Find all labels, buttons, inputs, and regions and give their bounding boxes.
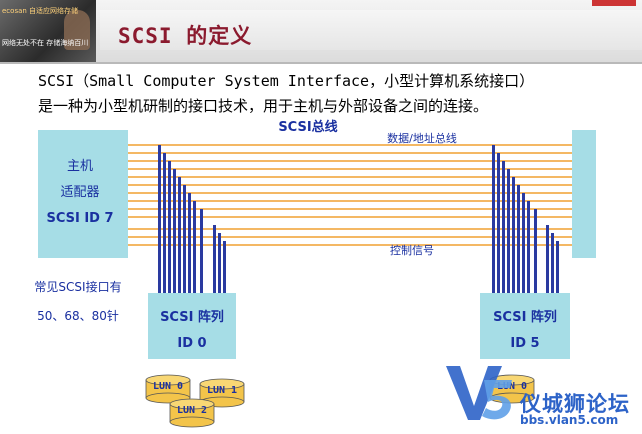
bus-title: SCSI总线 [278, 119, 337, 135]
connector-bar [183, 185, 186, 293]
watermark-url: bbs.vlan5.com [520, 413, 619, 427]
control-signal-label: 控制信号 [390, 243, 434, 257]
connector-bar [188, 193, 191, 293]
logo-text-top: ecosan 自适应网络存储 [2, 7, 79, 15]
connector-bar [551, 233, 554, 293]
connector-bar [517, 185, 520, 293]
array-box-id5 [480, 293, 570, 359]
array-id5-label-2: ID 5 [510, 336, 539, 351]
connector-bar [502, 161, 505, 293]
array-box-id0 [148, 293, 236, 359]
lun0-label: LUN 0 [153, 381, 183, 392]
title-bar [100, 10, 642, 50]
connector-bar [556, 241, 559, 293]
disk-lun0 [145, 374, 191, 404]
terminator-box [572, 130, 596, 258]
host-label-3: SCSI ID 7 [46, 211, 113, 226]
connector-bar [168, 161, 171, 293]
connector-bar [213, 225, 216, 293]
connector-bar [223, 241, 226, 293]
connector-bar [512, 177, 515, 293]
disk-lun1 [199, 378, 245, 408]
data-bus-label: 数据/地址总线 [387, 131, 457, 145]
intro-line-2: 是一种为小型机研制的接口技术，用于主机与外部设备之间的连接。 [38, 97, 489, 115]
connector-bar [492, 145, 495, 293]
lun0-right-label: LUN 0 [497, 381, 527, 392]
connector-bar [218, 233, 221, 293]
common-interface-label-1: 常见SCSI接口有 [34, 279, 121, 294]
intro-line-1: SCSI（Small Computer System Interface，小型计… [38, 72, 535, 90]
forum-logo-icon [446, 366, 512, 420]
array-id5-label-1: SCSI 阵列 [493, 309, 557, 325]
connector-bar [158, 145, 161, 293]
top-corner-mark [592, 0, 636, 6]
host-adapter-box [38, 130, 128, 258]
lun2-label: LUN 2 [177, 405, 207, 416]
logo-text-bottom: 网络无处不在 存储海纳百川 [2, 39, 89, 47]
watermark-text: 仪城狮论坛 [520, 392, 630, 416]
connector-bar [163, 153, 166, 293]
connector-bar [178, 177, 181, 293]
disk-lun2 [169, 398, 215, 428]
host-label-1: 主机 [67, 159, 93, 174]
company-logo: ecosan 自适应网络存储 网络无处不在 存储海纳百川 [0, 0, 96, 62]
array-id0-label-2: ID 0 [177, 336, 206, 351]
logo-person-image [64, 10, 90, 50]
connector-bar [200, 209, 203, 293]
connector-bars-id0 [158, 145, 226, 293]
connector-bars-id5 [492, 145, 559, 293]
connector-bar [546, 225, 549, 293]
connector-bar [497, 153, 500, 293]
connector-bar [527, 201, 530, 293]
connector-bar [534, 209, 537, 293]
common-interface-label-2: 50、68、80针 [37, 308, 119, 323]
connector-bar [507, 169, 510, 293]
connector-bar [193, 201, 196, 293]
connector-bar [173, 169, 176, 293]
slide-title: SCSI 的定义 [118, 24, 253, 48]
host-label-2: 适配器 [60, 185, 99, 200]
connector-bar [522, 193, 525, 293]
lun1-label: LUN 1 [207, 385, 237, 396]
array-id0-label-1: SCSI 阵列 [160, 309, 224, 325]
